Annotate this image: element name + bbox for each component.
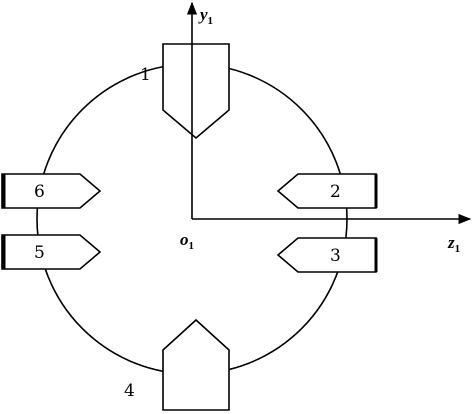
probe-3-label: 3 <box>330 246 341 266</box>
probe-1-label: 1 <box>140 65 151 85</box>
probe-5-label: 5 <box>34 243 45 263</box>
probe-6-label: 6 <box>34 182 45 202</box>
probe-4 <box>162 318 230 411</box>
probe-6 <box>1 173 102 209</box>
origin-label: o1 <box>180 230 194 252</box>
z-axis-label: z1 <box>447 233 460 255</box>
probe-4-label: 4 <box>124 381 135 401</box>
y-axis-label: y1 <box>198 5 213 27</box>
probe-2 <box>276 173 378 209</box>
probe-5 <box>1 234 102 270</box>
probe-2-label: 2 <box>330 182 341 202</box>
probe-1 <box>162 43 230 140</box>
probe-3 <box>276 237 378 273</box>
